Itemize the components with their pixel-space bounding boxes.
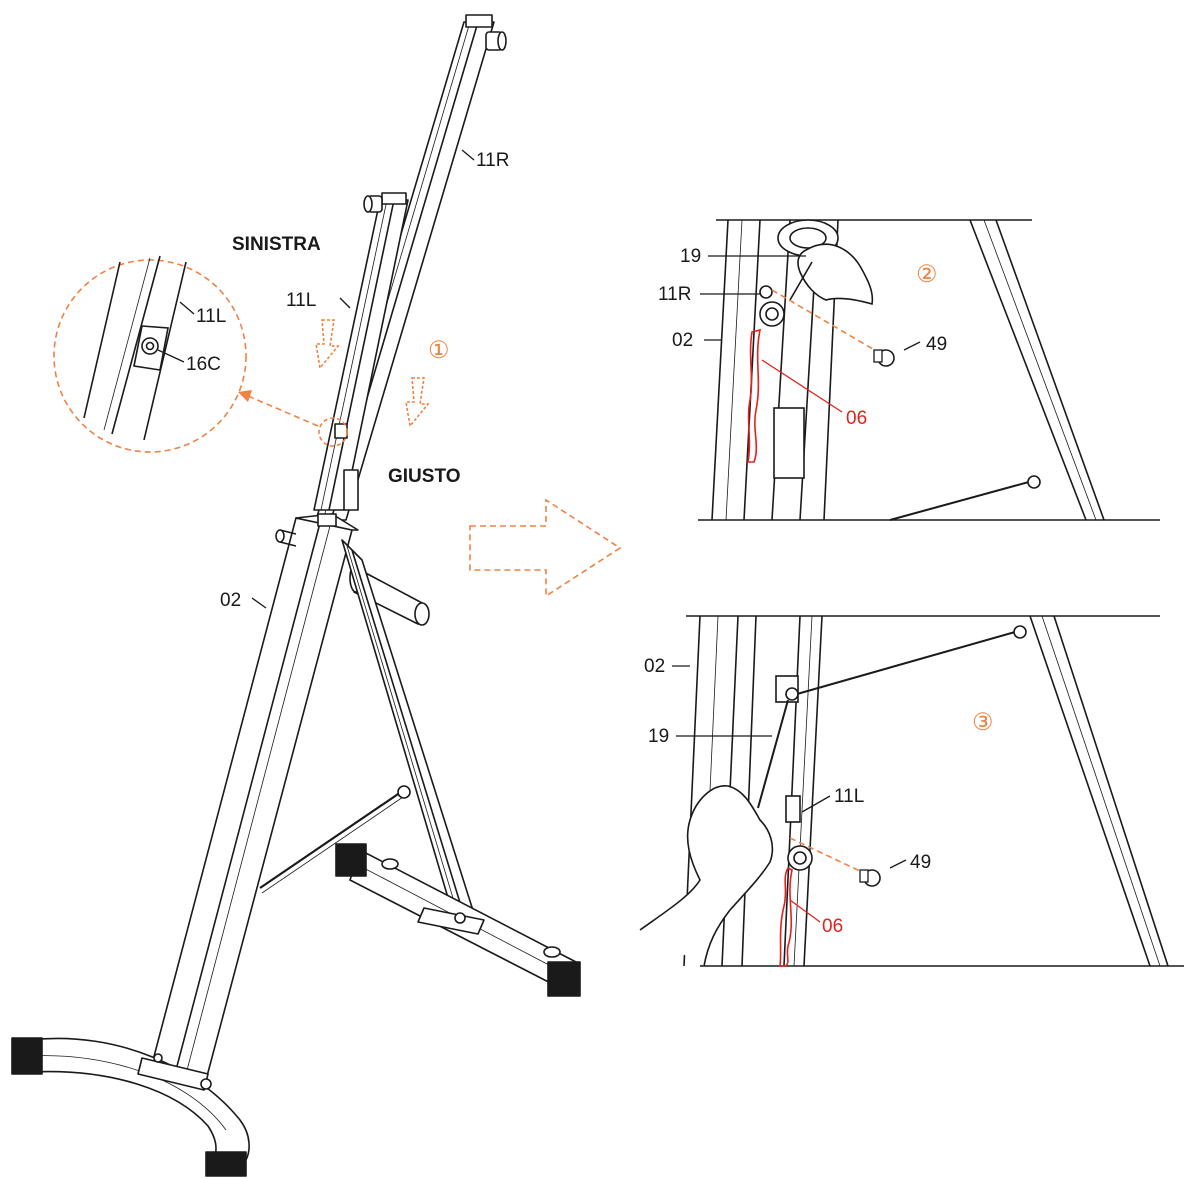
label-giusto: GIUSTO: [388, 466, 461, 487]
leader-lines-step2: [700, 255, 921, 351]
hand-icon: [639, 785, 774, 967]
callout-label-11l: 11L: [196, 306, 226, 327]
rear-base: [335, 843, 581, 997]
arrow-down-icon: [315, 319, 430, 428]
step-badge-2: ②: [916, 261, 938, 288]
leader-lines-main: [157, 149, 475, 609]
tension-cable: [259, 785, 411, 894]
step2-label-02: 02: [672, 330, 693, 351]
frame-02: [151, 513, 359, 1081]
step2-panel: [698, 219, 1160, 521]
label-11l: 11L: [286, 290, 316, 311]
step-badge-3: ③: [972, 709, 994, 736]
step3-label-02: 02: [644, 656, 665, 677]
step3-label-19: 19: [648, 726, 669, 747]
callout-label-16c: 16C: [186, 354, 221, 375]
label-sinistra: SINISTRA: [232, 234, 321, 255]
rear-leg: [341, 539, 477, 921]
step2-label-11r: 11R: [658, 284, 691, 305]
step2-label-19: 19: [680, 246, 701, 267]
bolt-icon: [789, 837, 881, 887]
step3-panel: [639, 615, 1184, 967]
bolt-icon: [771, 289, 895, 367]
arrow-right-outline-icon: [469, 498, 622, 598]
leader-lines-step3: [672, 665, 907, 869]
step3-label-06: 06: [822, 916, 843, 937]
step2-label-06: 06: [846, 408, 867, 429]
main-assembly: [11, 14, 581, 1177]
step-badge-1: ①: [428, 337, 450, 364]
front-base: [11, 1037, 250, 1177]
label-11r: 11R: [476, 150, 509, 171]
label-02: 02: [220, 590, 241, 611]
step3-label-49: 49: [910, 852, 931, 873]
step2-label-49: 49: [926, 334, 947, 355]
magnifier-callout-icon: [53, 255, 348, 453]
hand-icon: [797, 243, 874, 306]
band-06-step3: [779, 866, 821, 967]
step3-label-11l: 11L: [834, 786, 864, 807]
rail-11l: [313, 192, 409, 511]
band-06-step2: [747, 328, 843, 463]
